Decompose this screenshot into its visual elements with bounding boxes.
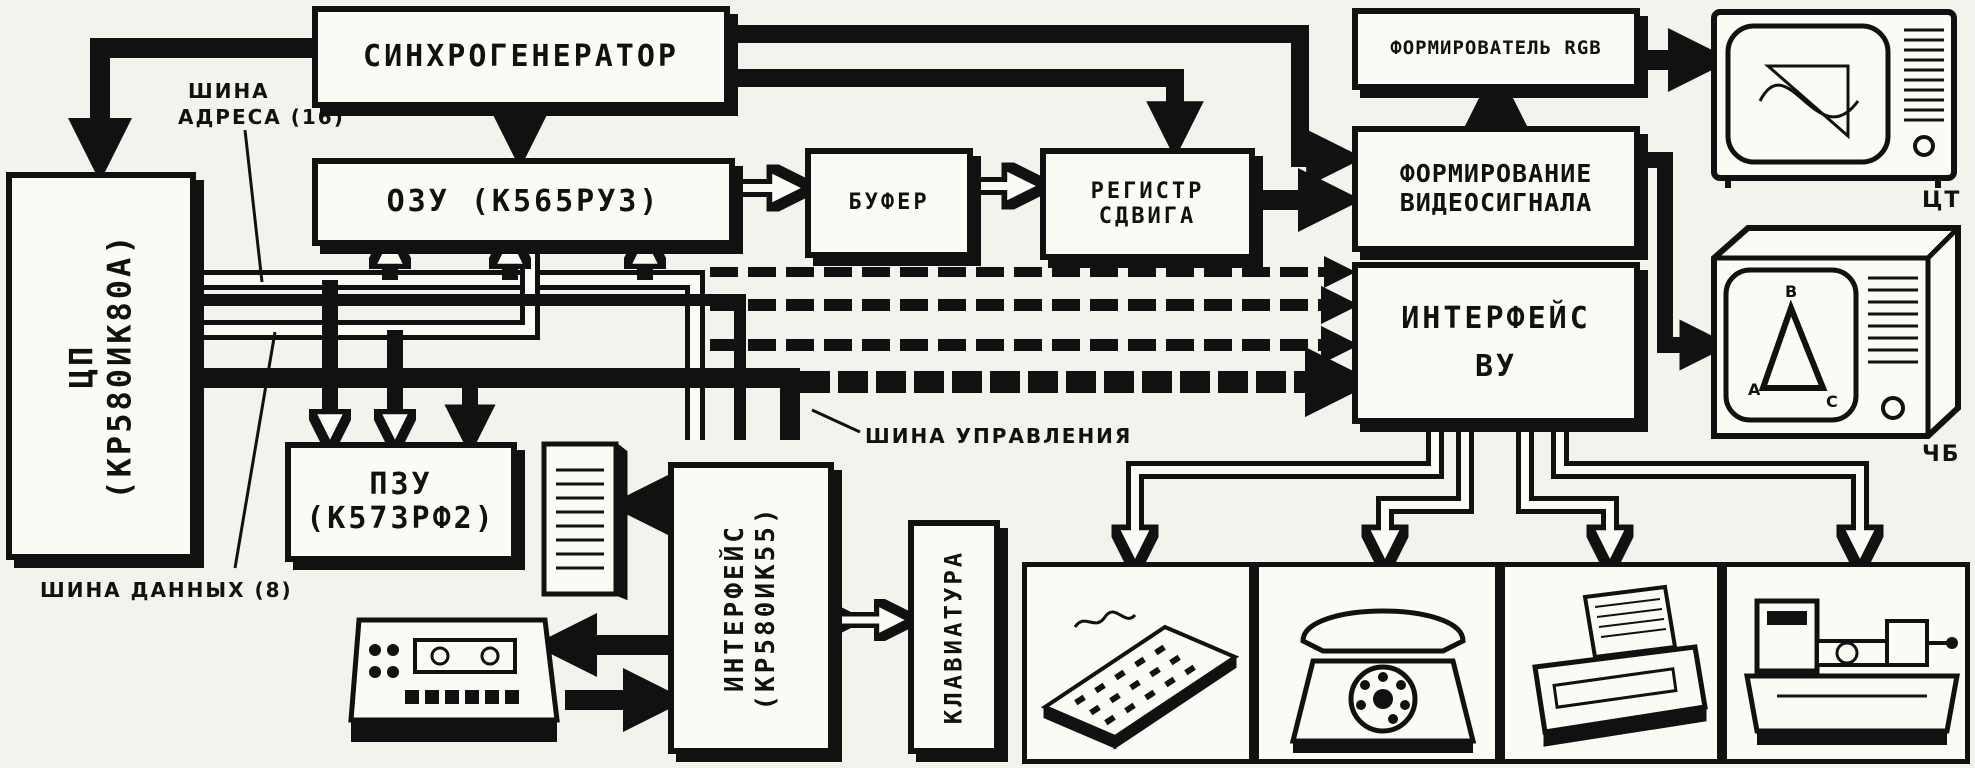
device-panel-lathe [1722,562,1970,764]
bw-tv-vertex-a: А [1748,380,1763,399]
ext-to-lathe-arrow-inner [1556,425,1864,540]
ext-to-printer-arrow-inner [1521,425,1614,540]
printer-icon [1532,584,1708,747]
sync-to-video-arrow [730,25,1364,187]
ext-interface-label-2: ВУ [1474,349,1518,384]
video-forming-block: ФОРМИРОВАНИЕ ВИДЕОСИГНАЛА [1352,126,1640,252]
ram-label: ОЗУ (К565РУ3) [386,183,661,219]
io-interface-label-2: (КР580ИК55) [751,505,781,711]
video-forming-label-2: ВИДЕОСИГНАЛА [1399,188,1593,217]
buffer-block: БУФЕР [805,148,973,258]
lower-bus [195,294,746,440]
rgb-former-block: ФОРМИРОВАТЕЛЬ RGB [1352,8,1640,90]
data-bus-label: ШИНА ДАННЫХ (8) [40,578,293,602]
color-tv-label: ЦТ [1922,188,1962,213]
cassette-recorder-icon [348,617,560,742]
video-forming-label-1: ФОРМИРОВАНИЕ [1399,159,1593,189]
sync-to-cpu-arrow [67,38,312,183]
shift-register-label-2: СДВИГА [1098,204,1197,229]
device-panel-telephone [1254,562,1500,764]
shift-register-block: РЕГИСТР СДВИГА [1040,148,1255,260]
ext-to-keypad-arrow-inner [1131,425,1439,540]
ext-to-phone-arrow [1385,425,1474,548]
telephone-icon [1289,608,1477,753]
rom-label-1: ПЗУ [369,466,433,502]
ext-interface-label-1: ИНТЕРФЕЙС [1401,300,1591,336]
ext-interface-block: ИНТЕРФЕЙС ВУ [1352,262,1640,424]
io-interface-block: ИНТЕРФЕЙС (КР580ИК55) [668,462,834,754]
bw-tv-label: ЧБ [1922,442,1961,467]
address-bus-label: ШИНА АДРЕСА (16) [178,78,345,130]
data-bus-leader [233,331,277,569]
video-to-bw-tv-arrow [1640,152,1731,371]
address-bus-label-1: ШИНА [188,79,270,103]
lathe-icon [1744,598,1960,745]
bw-tv-vertex-b: В [1785,282,1800,301]
cpu-label-1: ЦП [62,343,101,389]
sync-generator-block: СИНХРОГЕНЕРАТОР [312,6,730,108]
ctrl-bus-leader [811,408,861,434]
data-bus-inner [195,250,535,335]
keypad-icon [1040,610,1240,750]
cpu-block: ЦП (КР580ИК80А) [6,172,196,560]
bw-tv-vertex-c: С [1826,392,1840,411]
rom-block: ПЗУ (К573РФ2) [285,442,517,562]
sync-to-shift-arrow [730,69,1204,159]
keyboard-label: КЛАВИАТУРА [939,549,968,725]
cpu-label: ЦП (КР580ИК80А) [63,232,140,499]
sync-generator-label: СИНХРОГЕНЕРАТОР [363,38,679,74]
cpu-label-2: (КР580ИК80А) [101,232,139,500]
shift-register-label-1: РЕГИСТР [1090,178,1205,204]
address-bus-label-2: АДРЕСА (16) [178,105,345,129]
control-bus-label: ШИНА УПРАВЛЕНИЯ [865,424,1133,448]
rom-label-2: (К573РФ2) [306,501,496,536]
device-panel-keypad [1022,562,1254,764]
rgb-former-label: ФОРМИРОВАТЕЛЬ RGB [1390,37,1602,60]
ext-to-phone-arrow-inner [1381,425,1469,540]
buffer-label: БУФЕР [848,190,930,216]
ram-block: ОЗУ (К565РУ3) [312,158,735,246]
bw-tv-icon [1711,225,1961,439]
device-panel-printer [1500,562,1722,764]
speaker-icon [541,441,628,600]
addr-bus-leader [243,129,264,283]
io-interface-label: ИНТЕРФЕЙС (КР580ИК55) [720,505,782,710]
keyboard-block: КЛАВИАТУРА [908,520,1000,754]
color-tv-icon [1711,9,1957,188]
io-interface-label-1: ИНТЕРФЕЙС [719,524,750,692]
